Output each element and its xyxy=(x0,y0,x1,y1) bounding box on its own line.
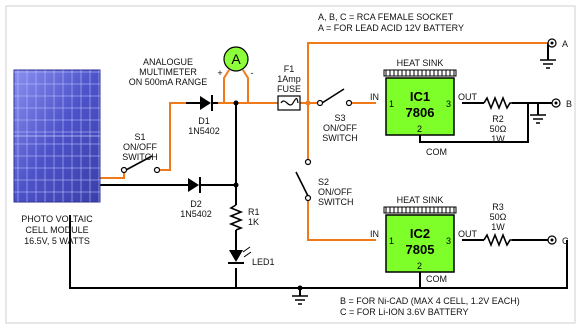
r2-value: 50Ω xyxy=(490,124,507,134)
r3-value: 50Ω xyxy=(490,212,507,222)
socket-a xyxy=(547,38,557,48)
ground-a-icon xyxy=(540,59,556,69)
ground-b-icon xyxy=(530,114,546,124)
fuse-rating: 1Amp xyxy=(277,74,301,84)
ic1-out: OUT xyxy=(458,92,478,102)
r3-power: 1W xyxy=(491,222,505,232)
ammeter: A xyxy=(223,46,249,72)
socket-b-label: B xyxy=(566,99,572,109)
ic2-heatsink-label: HEAT SINK xyxy=(397,195,444,205)
note-top-1: A, B, C = RCA FEMALE SOCKET xyxy=(318,12,454,22)
s1-switch-label: SWITCH xyxy=(122,152,158,162)
s3-switch xyxy=(316,88,353,107)
led1 xyxy=(228,246,252,264)
s3-switch-label: SWITCH xyxy=(322,133,358,143)
ic1-part: 7806 xyxy=(406,105,435,120)
panel-label-1: PHOTO VOLTAIC xyxy=(21,214,93,224)
socket-c-label: C xyxy=(562,236,569,246)
r2-resistor xyxy=(483,95,512,111)
note-bottom-1: B = FOR Ni-CAD (MAX 4 CELL, 1.2V EACH) xyxy=(340,296,520,306)
ic2-pin3: 3 xyxy=(446,236,451,246)
ic1-pin2: 2 xyxy=(417,124,422,134)
s2-switch-label: SWITCH xyxy=(318,197,354,207)
ic1-com: COM xyxy=(426,147,447,157)
s1-name: S1 xyxy=(134,132,145,142)
ic1-pin1: 1 xyxy=(389,99,394,109)
led-name: LED1 xyxy=(252,257,275,267)
meter-label-1: ANALOGUE xyxy=(143,57,193,67)
ic1-heatsink xyxy=(383,69,457,77)
s2-onoff: ON/OFF xyxy=(318,187,352,197)
ic1-body xyxy=(385,77,455,136)
ic2-in: IN xyxy=(370,229,379,239)
s1-switch xyxy=(120,155,161,174)
d1-name: D1 xyxy=(198,116,210,126)
meter-label-3: ON 500mA RANGE xyxy=(129,77,208,87)
r2-name: R2 xyxy=(492,114,504,124)
fuse-name: F1 xyxy=(284,64,295,74)
ic2-out: OUT xyxy=(458,229,478,239)
d1-part: 1N5402 xyxy=(188,126,220,136)
socket-b xyxy=(551,98,561,108)
ic2-pin2: 2 xyxy=(417,261,422,271)
d2-part: 1N5402 xyxy=(180,209,212,219)
s3-name: S3 xyxy=(334,113,345,123)
ic2-body xyxy=(385,214,455,273)
ic2-heatsink xyxy=(383,206,457,214)
fuse-f1 xyxy=(277,95,301,111)
ammeter-symbol: A xyxy=(231,51,241,67)
s3-onoff: ON/OFF xyxy=(323,123,357,133)
r1-value: 1K xyxy=(248,217,259,227)
ic1-pin3: 3 xyxy=(446,99,451,109)
frame xyxy=(5,5,576,324)
ic2-com: COM xyxy=(426,274,447,284)
panel-label-3: 16.5V, 5 WATTS xyxy=(24,236,90,246)
r1-resistor xyxy=(228,204,244,231)
note-top-2: A = FOR LEAD ACID 12V BATTERY xyxy=(318,23,464,33)
ground-main-icon xyxy=(292,295,308,305)
ic2-part: 7805 xyxy=(406,242,435,257)
s2-switch xyxy=(295,158,312,202)
junctions xyxy=(233,100,311,291)
pv-panel xyxy=(13,69,101,203)
panel-label-2: CELL MODULE xyxy=(25,225,88,235)
orange-wires xyxy=(100,42,548,241)
d1-diode xyxy=(186,95,218,111)
ic1-heatsink-label: HEAT SINK xyxy=(397,58,444,68)
fuse-type: FUSE xyxy=(277,84,301,94)
meter-label-2: MULTIMETER xyxy=(139,67,197,77)
black-wires xyxy=(69,43,568,296)
r3-resistor xyxy=(483,232,512,248)
r3-name: R3 xyxy=(492,202,504,212)
r1-name: R1 xyxy=(248,207,260,217)
d2-diode xyxy=(176,177,205,193)
ic2-pin1: 1 xyxy=(389,236,394,246)
meter-minus: - xyxy=(251,68,254,78)
d2-name: D2 xyxy=(190,199,202,209)
socket-c xyxy=(547,235,557,245)
s1-onoff: ON/OFF xyxy=(123,142,157,152)
ic1-in: IN xyxy=(370,92,379,102)
ic2-name: IC2 xyxy=(410,226,430,241)
ic1-name: IC1 xyxy=(410,89,430,104)
r2-power: 1W xyxy=(491,134,505,144)
s2-name: S2 xyxy=(318,177,329,187)
socket-a-label: A xyxy=(562,39,568,49)
meter-plus: + xyxy=(217,68,222,78)
note-bottom-2: C = FOR Li-ION 3.6V BATTERY xyxy=(340,307,468,317)
